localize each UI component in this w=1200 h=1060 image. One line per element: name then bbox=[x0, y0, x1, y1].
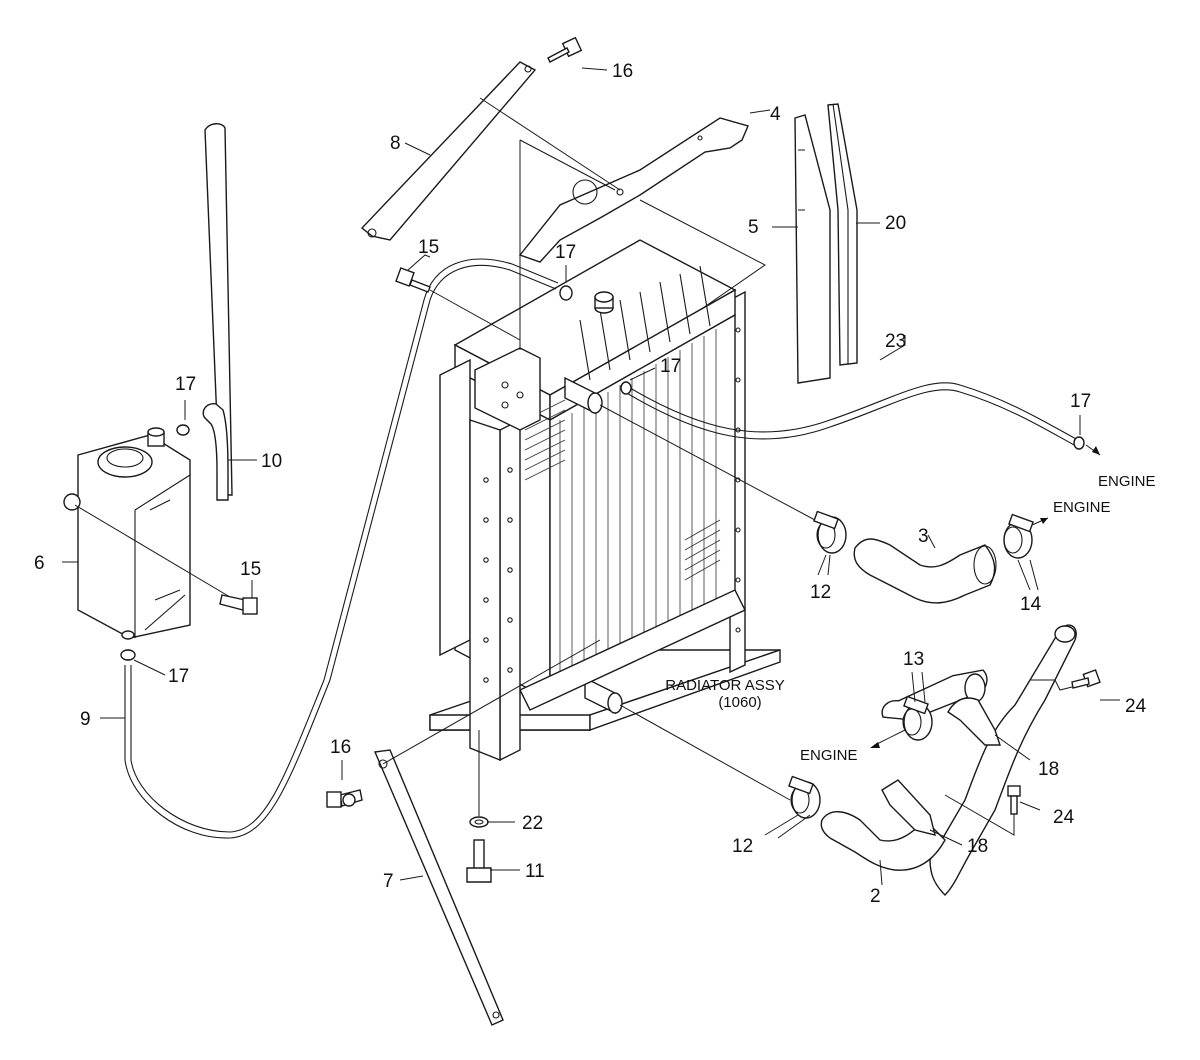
leader-lines bbox=[62, 67, 1120, 886]
callout-12-upper: 12 bbox=[810, 582, 831, 603]
callout-22: 22 bbox=[522, 813, 543, 834]
clamp-17-tank-bottom bbox=[120, 649, 136, 661]
part-6-reservoir-tank bbox=[63, 427, 191, 640]
callout-17-tank-bottom: 17 bbox=[168, 666, 189, 687]
callout-8: 8 bbox=[390, 133, 401, 154]
callout-17-radiator-pipe: 17 bbox=[660, 356, 681, 377]
callout-2: 2 bbox=[870, 886, 881, 907]
radiator-assy-code: (1060) bbox=[718, 694, 761, 711]
callout-5: 5 bbox=[748, 217, 759, 238]
callout-14: 14 bbox=[1020, 594, 1042, 615]
part-10-elbow-hose bbox=[204, 123, 233, 496]
bolt-16-bottom bbox=[326, 789, 363, 808]
callout-11: 11 bbox=[525, 861, 545, 882]
clamp-17-radiator-top bbox=[559, 285, 573, 301]
part-7-lower-stay bbox=[373, 639, 601, 1026]
callout-7: 7 bbox=[383, 871, 394, 892]
bolt-16-top bbox=[547, 36, 583, 63]
callout-15-tank: 15 bbox=[240, 559, 261, 580]
clamp-13 bbox=[870, 695, 933, 748]
callout-24-lower: 24 bbox=[1053, 807, 1075, 828]
clamp-12-lower bbox=[788, 775, 821, 819]
callout-17-radiator-top: 17 bbox=[555, 242, 576, 263]
callout-16-top: 16 bbox=[612, 61, 633, 82]
engine-label-mid-right: ENGINE bbox=[1053, 499, 1111, 516]
clamp-12-upper bbox=[813, 510, 847, 554]
callout-12-lower: 12 bbox=[732, 836, 753, 857]
bolt-24-upper bbox=[1030, 669, 1101, 691]
callout-17-hose-end: 17 bbox=[1070, 391, 1091, 412]
callout-6: 6 bbox=[34, 553, 45, 574]
part-8-upper-stay bbox=[360, 61, 621, 241]
bolt-15-tank bbox=[74, 504, 258, 615]
callout-17-tank-top: 17 bbox=[175, 374, 196, 395]
engine-label-bottom: ENGINE bbox=[800, 747, 858, 764]
part-3-upper-hose bbox=[853, 538, 997, 604]
callout-16-bottom: 16 bbox=[330, 737, 351, 758]
bolt-11 bbox=[466, 839, 492, 883]
part-5-seal-plate bbox=[794, 114, 831, 384]
callout-18-lower: 18 bbox=[967, 836, 988, 857]
callout-15-radiator: 15 bbox=[418, 237, 439, 258]
callout-24-upper: 24 bbox=[1125, 696, 1147, 717]
callout-13: 13 bbox=[903, 649, 924, 670]
radiator-assy-label: RADIATOR ASSY bbox=[665, 677, 784, 694]
callout-3: 3 bbox=[918, 526, 929, 547]
part-10-hose bbox=[202, 403, 229, 501]
radiator-assembly bbox=[429, 239, 781, 762]
clamp-17-tank-top bbox=[176, 424, 190, 436]
part-23-hose bbox=[620, 381, 1101, 456]
callout-4: 4 bbox=[770, 104, 781, 125]
part-4-shroud-bracket bbox=[518, 117, 766, 350]
clamp-14 bbox=[1003, 513, 1049, 559]
callout-10: 10 bbox=[261, 451, 282, 472]
callout-9: 9 bbox=[80, 709, 91, 730]
callout-20: 20 bbox=[885, 213, 906, 234]
part-20-seal-strip bbox=[827, 103, 858, 366]
callout-23: 23 bbox=[885, 331, 906, 352]
callout-18-upper: 18 bbox=[1038, 759, 1059, 780]
bolt-15-radiator bbox=[395, 267, 521, 341]
engine-label-top-right: ENGINE bbox=[1098, 473, 1156, 490]
bolt-24-lower bbox=[944, 785, 1021, 836]
